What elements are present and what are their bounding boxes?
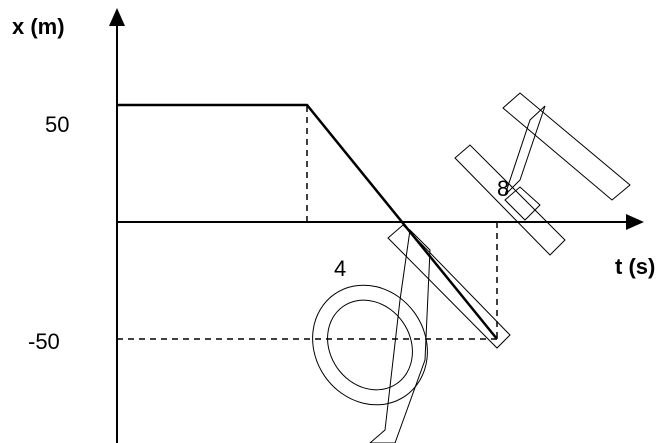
y-axis-label: x (m): [12, 14, 65, 39]
y-axis-arrowhead: [109, 8, 125, 26]
axes: [109, 8, 644, 443]
series-group: [116, 103, 498, 340]
x-axis-arrowhead: [626, 214, 644, 230]
y-tick-label-neg50: -50: [28, 329, 60, 354]
y-tick-label-50: 50: [45, 112, 69, 137]
x-tick-label-4: 4: [334, 256, 346, 281]
x-tick-label-8: 8: [497, 176, 509, 201]
x-axis-label: t (s): [615, 254, 655, 279]
guide-lines: [117, 105, 498, 340]
